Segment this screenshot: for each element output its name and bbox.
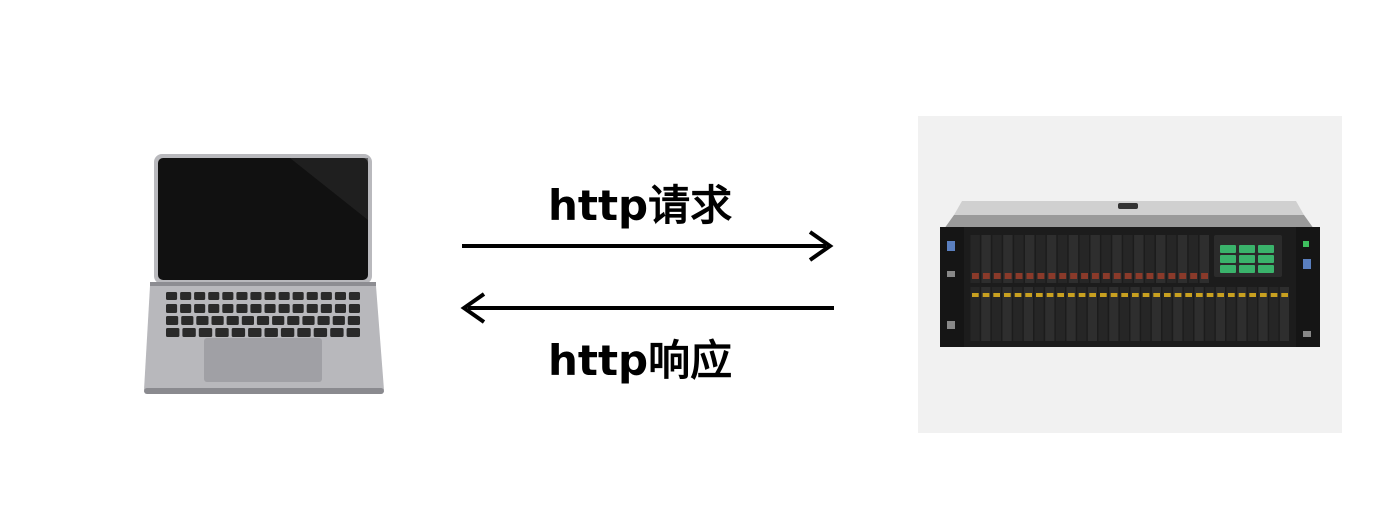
drive-bays — [970, 235, 1289, 341]
laptop-icon — [144, 154, 384, 394]
laptop-trackpad — [204, 338, 322, 382]
request-arrow — [462, 230, 834, 262]
response-arrow — [460, 292, 834, 324]
client-laptop — [140, 150, 390, 400]
response-label: http响应 — [548, 336, 733, 385]
rack-server-icon — [940, 201, 1320, 347]
server-panel — [918, 116, 1342, 433]
laptop-screen — [158, 158, 368, 280]
laptop-keyboard — [166, 292, 360, 337]
server-status-screen — [1220, 245, 1274, 273]
request-label: http请求 — [548, 181, 733, 230]
